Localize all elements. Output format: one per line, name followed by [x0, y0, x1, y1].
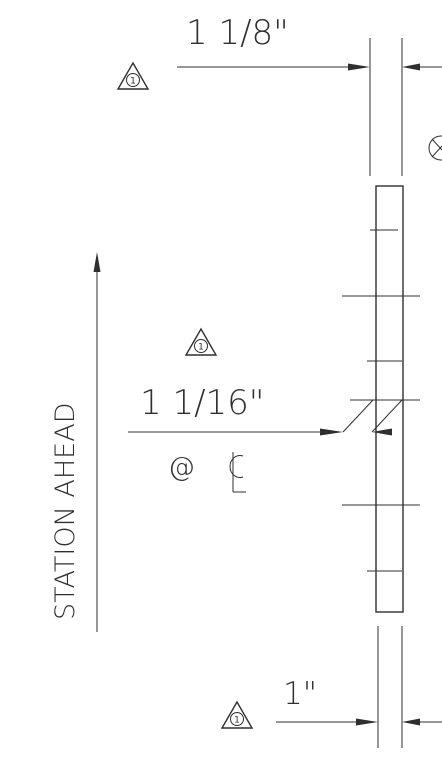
revision-triangle-top: 1 — [116, 61, 150, 90]
revision-triangle-center: 1 — [184, 327, 218, 356]
top-dimension-text: 1 1/8" — [186, 13, 289, 53]
top-arrow-left — [348, 63, 370, 71]
section-mark — [342, 399, 374, 433]
plate-outline — [375, 185, 404, 613]
section-mark — [371, 399, 403, 433]
station-arrow-head — [93, 252, 101, 272]
bottom-dimension-text: 1" — [283, 676, 317, 712]
bottom-arrow-left — [356, 718, 378, 726]
top-arrow-right — [402, 63, 420, 71]
bottom-dimension: 1 1" — [220, 626, 442, 748]
top-dimension: 1 1 1/8" — [116, 13, 442, 176]
centerline-symbol — [229, 452, 246, 493]
center-dimension-text: 1 1/16" — [140, 383, 264, 423]
plate — [342, 185, 420, 613]
revision-number: 1 — [198, 343, 204, 353]
station-ahead-label: STATION AHEAD — [50, 403, 81, 621]
center-arrow-left — [320, 428, 343, 436]
bottom-arrow-right — [402, 718, 420, 726]
revision-triangle-bottom: 1 — [220, 700, 254, 729]
at-symbol: @ — [168, 452, 195, 483]
revision-number: 1 — [234, 716, 240, 726]
station-ahead-indicator: STATION AHEAD — [50, 252, 101, 632]
center-dimension: 1 1 1/16" @ — [128, 327, 392, 493]
revision-number: 1 — [130, 77, 136, 87]
circle-x-symbol — [428, 135, 442, 161]
center-arrow-right — [372, 428, 392, 436]
